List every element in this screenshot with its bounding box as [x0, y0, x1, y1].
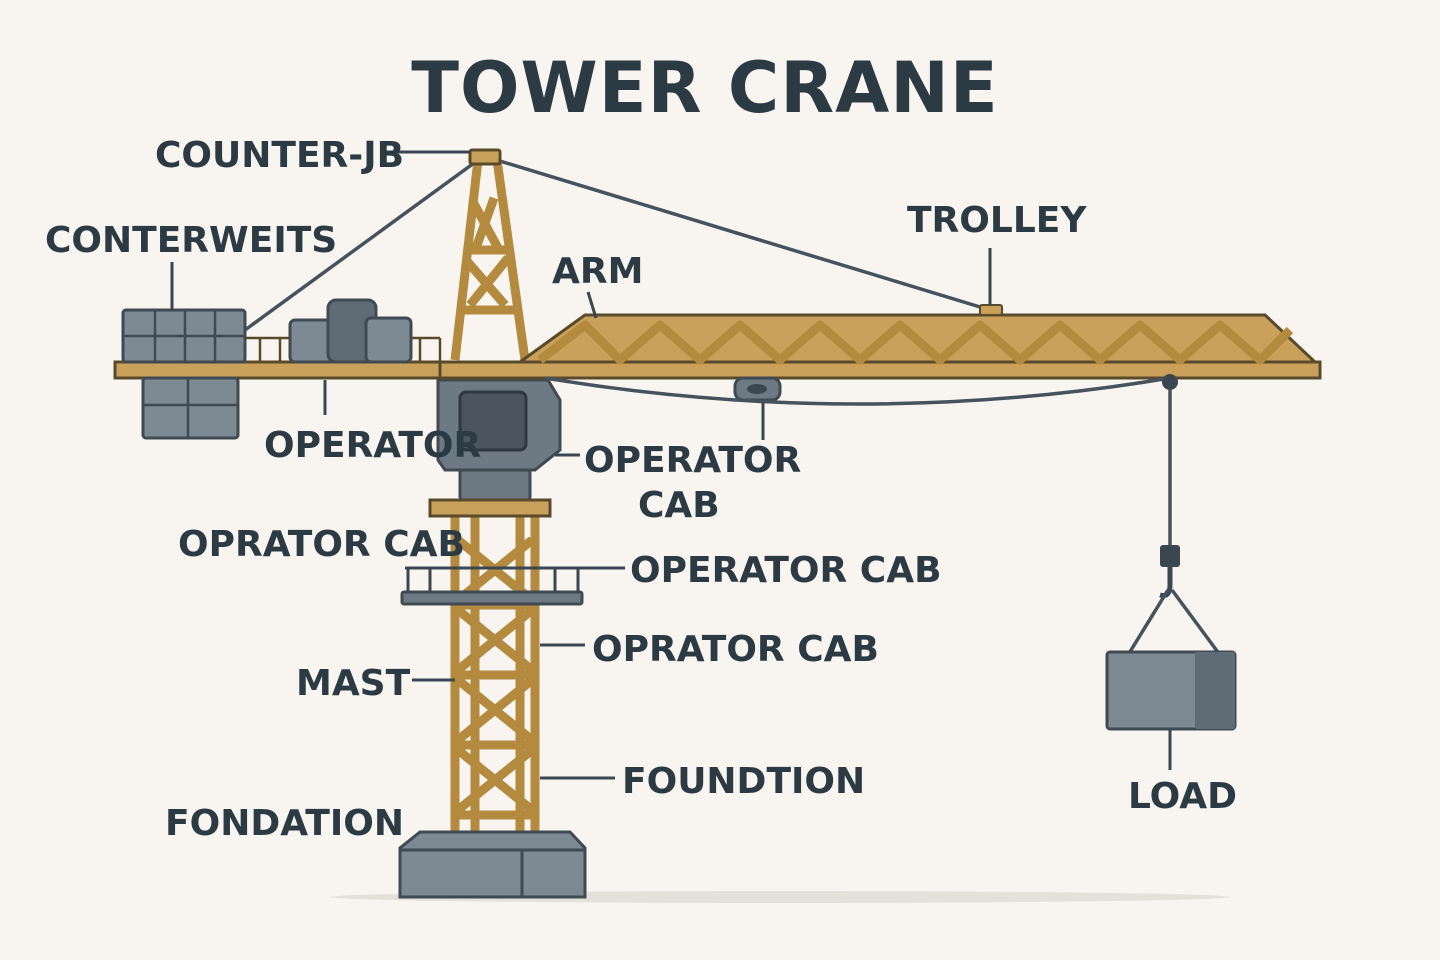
label-operator-cab-right-line2: CAB	[638, 485, 720, 526]
label-counter-jib: COUNTER-JB	[155, 135, 404, 176]
load-block	[1105, 650, 1237, 731]
slewing-unit	[428, 468, 552, 518]
trolley	[733, 376, 782, 402]
diagram-title: TOWER CRANE	[411, 47, 998, 129]
foundation	[398, 830, 587, 899]
label-foundtion: FOUNDTION	[622, 761, 865, 802]
label-operator-cab-right-line1: OPERATOR	[584, 440, 801, 481]
label-oprator-cab-lower: OPRATOR CAB	[592, 629, 879, 670]
label-counterweights: CONTERWEITS	[45, 220, 337, 261]
support-cables	[243, 153, 991, 332]
winch-machinery	[288, 298, 413, 364]
leader-lines	[170, 150, 1172, 780]
label-operator: OPERATOR	[264, 425, 481, 466]
service-platform	[400, 566, 584, 606]
counterweights	[121, 308, 247, 440]
label-arm: ARM	[552, 251, 643, 292]
label-mast: MAST	[296, 663, 411, 704]
label-oprator-cab-left: OPRATOR CAB	[178, 524, 465, 565]
hoist-assembly	[544, 374, 1222, 657]
jib-arm	[438, 304, 1322, 380]
label-load: LOAD	[1128, 776, 1237, 817]
operator-cab	[436, 378, 562, 472]
label-trolley: TROLLEY	[907, 200, 1087, 241]
label-fondation: FONDATION	[165, 803, 404, 844]
label-operator-cab-mid: OPERATOR CAB	[630, 550, 942, 591]
